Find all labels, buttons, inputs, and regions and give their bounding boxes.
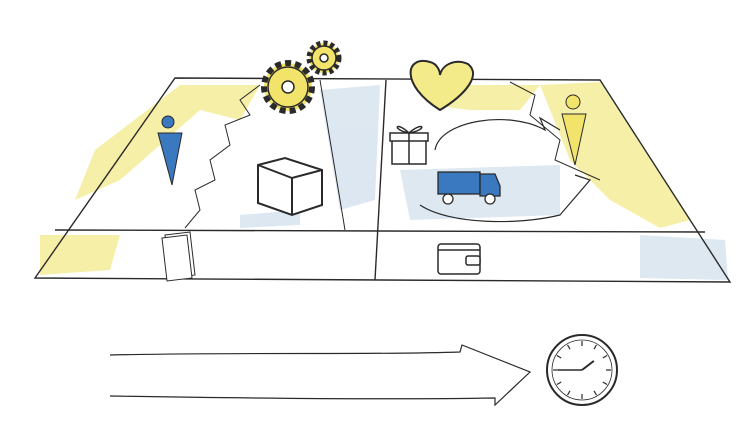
documents-icon xyxy=(161,231,196,282)
clock-tick xyxy=(566,390,571,396)
partner-figure-icon xyxy=(561,94,587,166)
timeline-arrow-icon xyxy=(109,344,532,407)
clock-tick xyxy=(556,381,562,386)
gift-icon xyxy=(389,125,429,165)
clock-tick xyxy=(602,381,608,386)
customer-figure-icon xyxy=(157,115,183,186)
clock-hour-hand xyxy=(581,360,595,371)
cycle-arrows xyxy=(419,116,592,223)
delivery-truck-icon xyxy=(437,171,501,205)
clock-tick xyxy=(593,390,598,396)
clock-tick xyxy=(556,354,562,359)
wallet-icon xyxy=(437,243,481,275)
clock-tick xyxy=(593,344,598,350)
box-icon xyxy=(257,156,323,217)
clock-icon xyxy=(546,334,618,406)
clock-tick xyxy=(566,344,571,350)
clock-tick xyxy=(602,354,608,359)
gears-icon xyxy=(261,40,342,114)
heart-icon xyxy=(409,59,474,112)
